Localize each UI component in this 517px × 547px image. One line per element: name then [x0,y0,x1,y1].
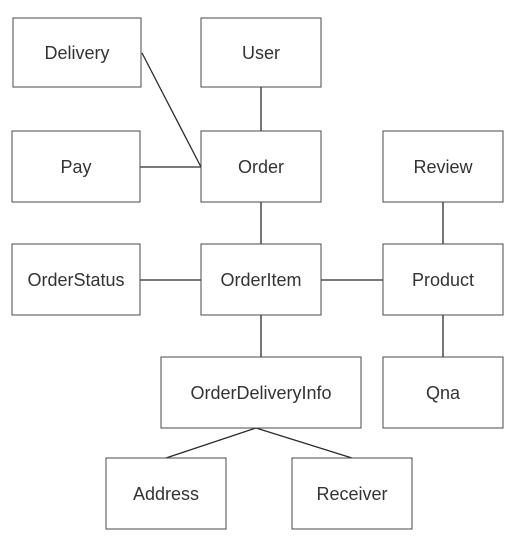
node-orderdeliveryinfo[interactable]: OrderDeliveryInfo [160,356,362,429]
node-product-label: Product [412,270,474,290]
node-address-label: Address [133,484,199,504]
node-review-label: Review [413,157,473,177]
edge-orderdeliveryinfo-address [165,427,257,459]
node-orderstatus[interactable]: OrderStatus [11,243,141,316]
node-orderstatus-label: OrderStatus [27,270,124,290]
node-user[interactable]: User [200,17,322,88]
node-qna-label: Qna [426,383,461,403]
node-review[interactable]: Review [382,130,504,203]
node-orderdeliveryinfo-label: OrderDeliveryInfo [190,383,331,403]
node-user-label: User [242,43,280,63]
node-pay-label: Pay [60,157,91,177]
node-order-label: Order [238,157,284,177]
node-receiver-label: Receiver [316,484,387,504]
node-delivery[interactable]: Delivery [12,17,142,88]
node-receiver[interactable]: Receiver [291,457,413,530]
edges [140,52,444,459]
node-address[interactable]: Address [105,457,227,530]
node-delivery-label: Delivery [44,43,109,63]
node-qna[interactable]: Qna [382,356,504,429]
node-product[interactable]: Product [382,243,504,316]
node-orderitem-label: OrderItem [220,270,301,290]
edge-orderdeliveryinfo-receiver [255,427,353,459]
node-orderitem[interactable]: OrderItem [200,243,322,316]
node-pay[interactable]: Pay [11,130,141,203]
edge-delivery-order [141,52,202,168]
node-order[interactable]: Order [200,130,322,203]
